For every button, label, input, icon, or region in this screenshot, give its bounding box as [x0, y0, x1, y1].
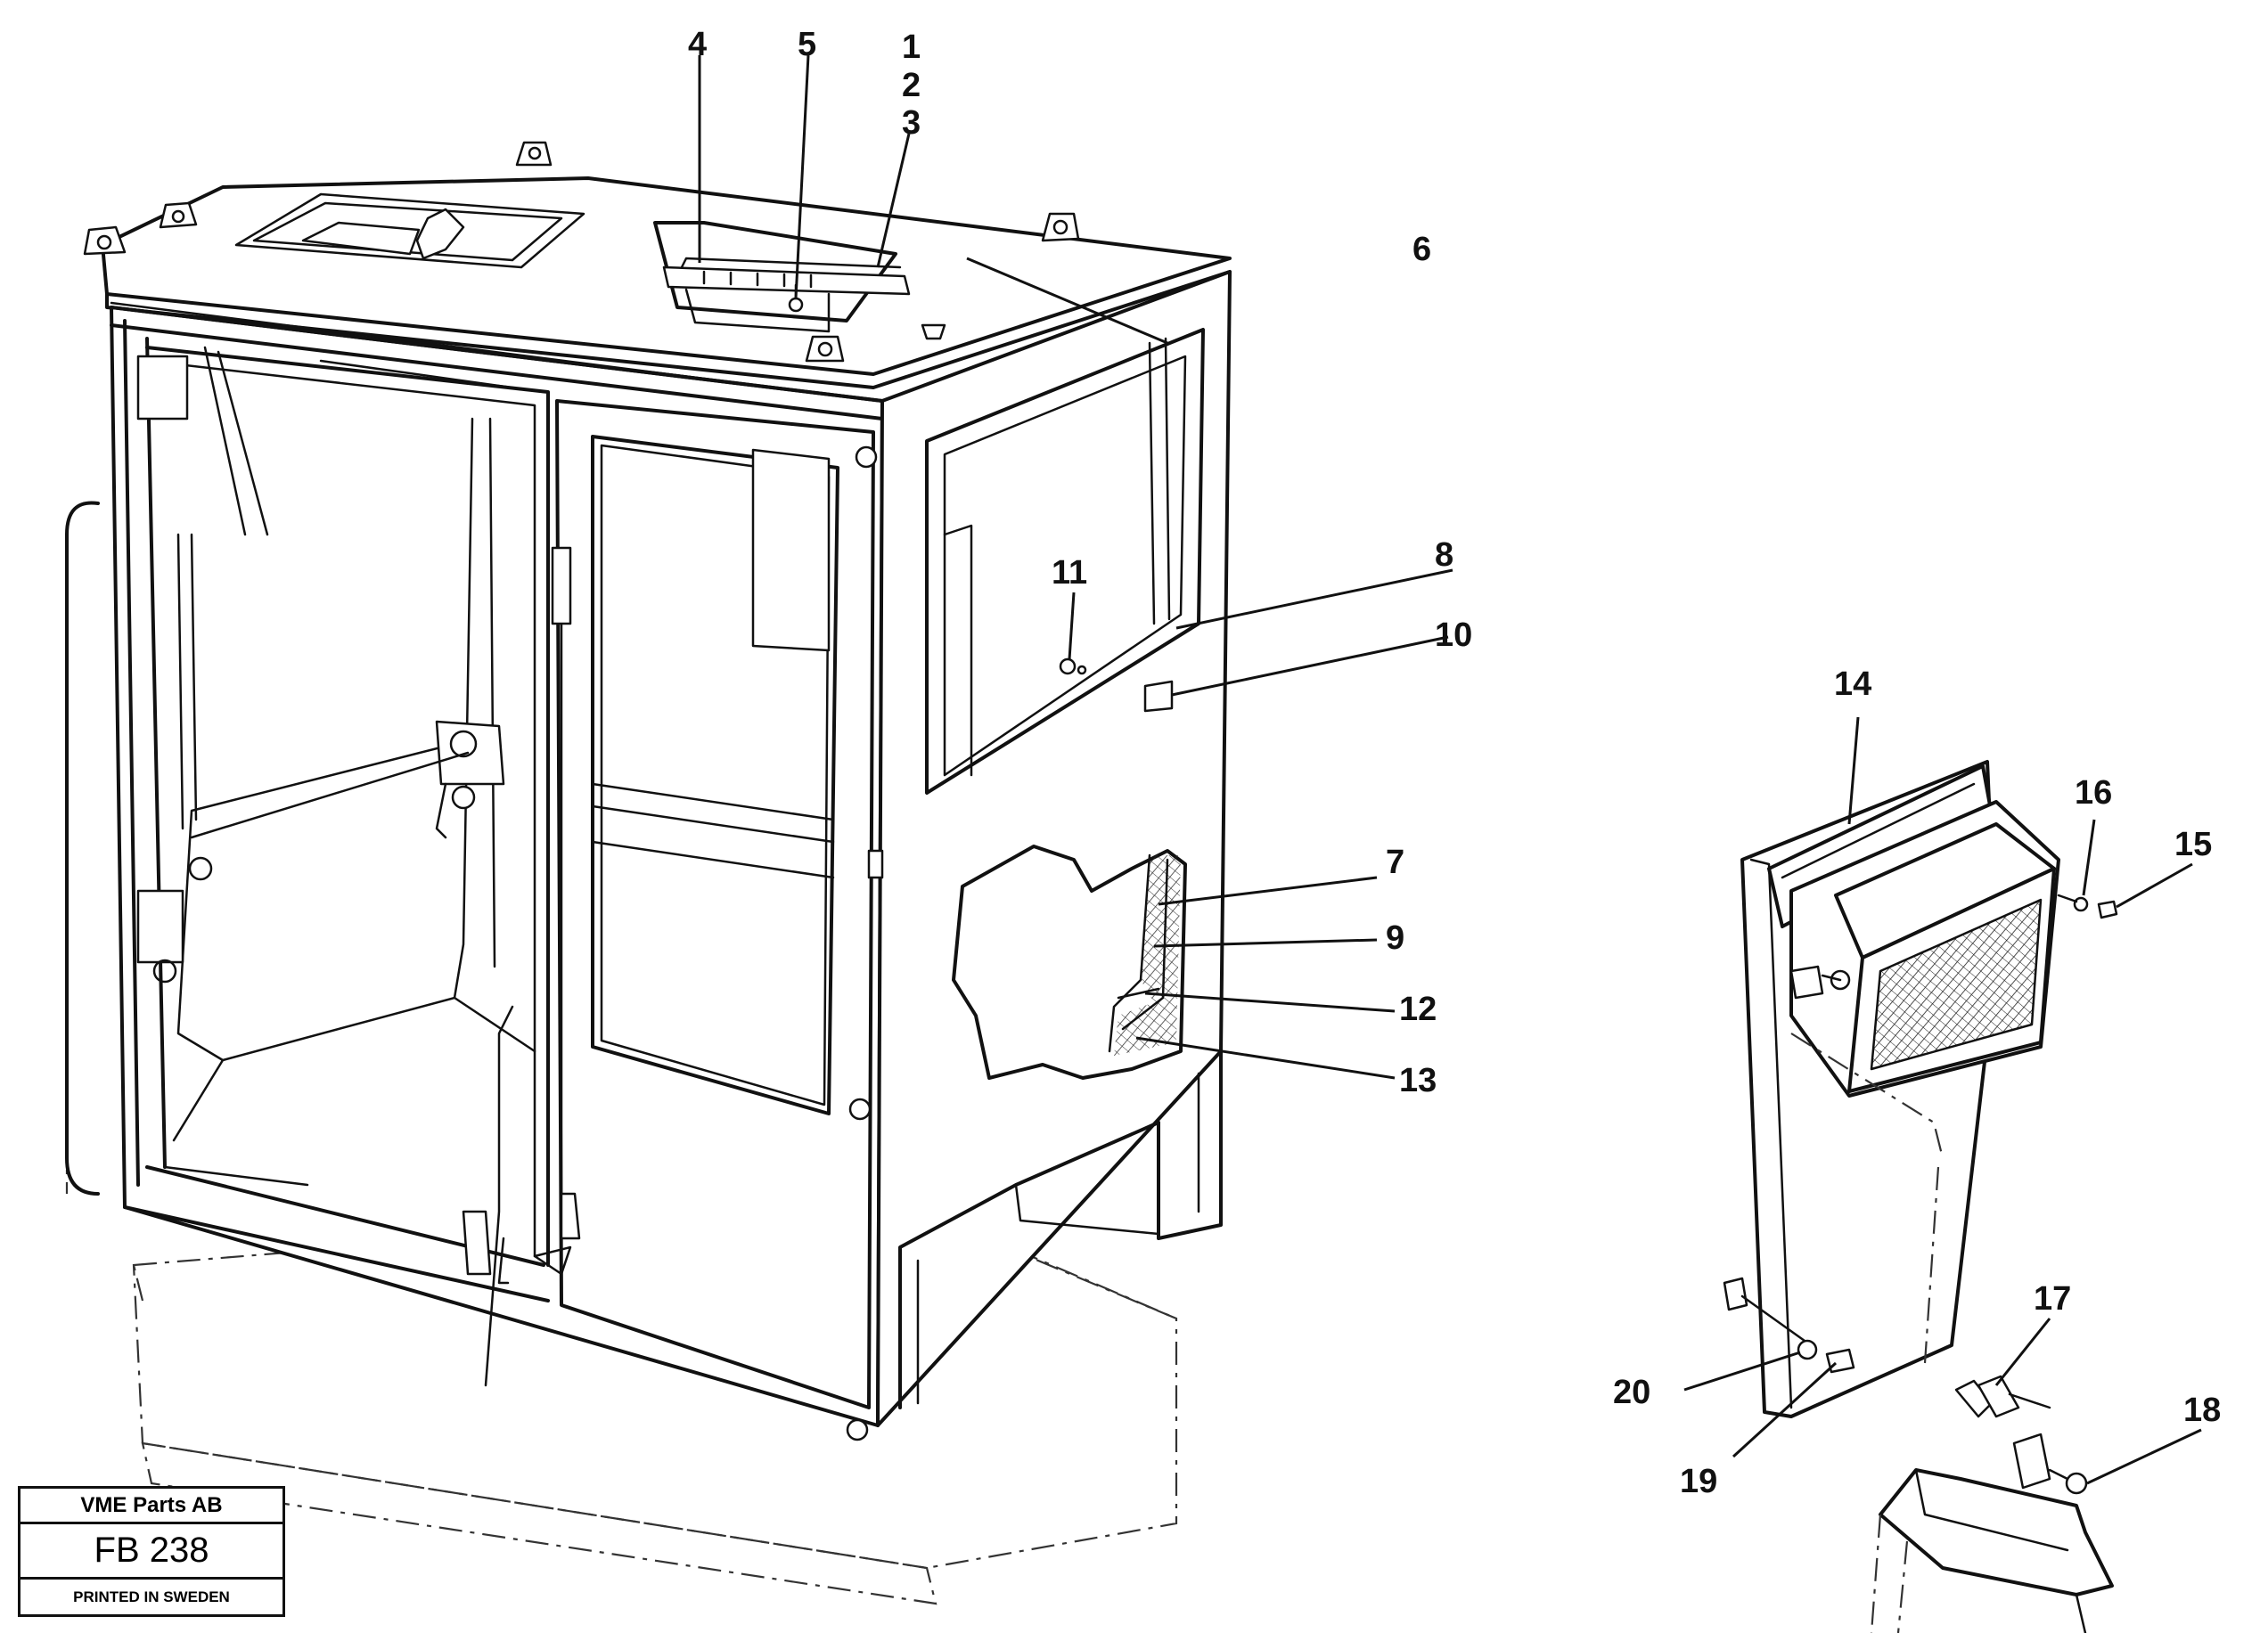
label-part-16: 16: [2075, 774, 2112, 812]
label-part-10: 10: [1435, 616, 1472, 654]
label-part-20: 20: [1613, 1374, 1650, 1411]
label-part-9: 9: [1386, 919, 1404, 957]
title-block: VME Parts AB FB 238 PRINTED IN SWEDEN: [18, 1486, 285, 1617]
label-part-7: 7: [1386, 844, 1404, 881]
label-part-6: 6: [1412, 231, 1431, 268]
label-part-4: 4: [688, 26, 707, 63]
label-part-3: 3: [902, 104, 921, 142]
label-part-11: 11: [1052, 554, 1087, 592]
label-part-1: 1: [902, 29, 921, 66]
work-lamp-assembly: [1723, 760, 2118, 1633]
cab-side-face: [846, 270, 1232, 1441]
title-block-company: VME Parts AB: [20, 1489, 282, 1524]
label-part-2: 2: [902, 67, 921, 104]
cab-assembly: [65, 141, 1232, 1605]
cab-roof: [83, 141, 1232, 403]
label-part-8: 8: [1435, 536, 1453, 574]
title-block-code: FB 238: [20, 1524, 282, 1580]
title-block-printed: PRINTED IN SWEDEN: [73, 1588, 230, 1605]
label-part-15: 15: [2174, 826, 2212, 863]
label-part-13: 13: [1399, 1062, 1437, 1099]
label-part-19: 19: [1680, 1463, 1717, 1500]
label-part-18: 18: [2183, 1392, 2221, 1429]
label-part-17: 17: [2034, 1280, 2071, 1318]
cab-front-face: [65, 306, 884, 1427]
label-part-14: 14: [1834, 665, 1871, 703]
leader-lines: [698, 54, 2202, 1485]
label-part-12: 12: [1399, 991, 1437, 1028]
callout-labels: 1 2 3 4 5 6 7 8 9 10 11 12 13 14 15 16 1…: [688, 26, 2221, 1500]
label-part-5: 5: [798, 26, 816, 63]
